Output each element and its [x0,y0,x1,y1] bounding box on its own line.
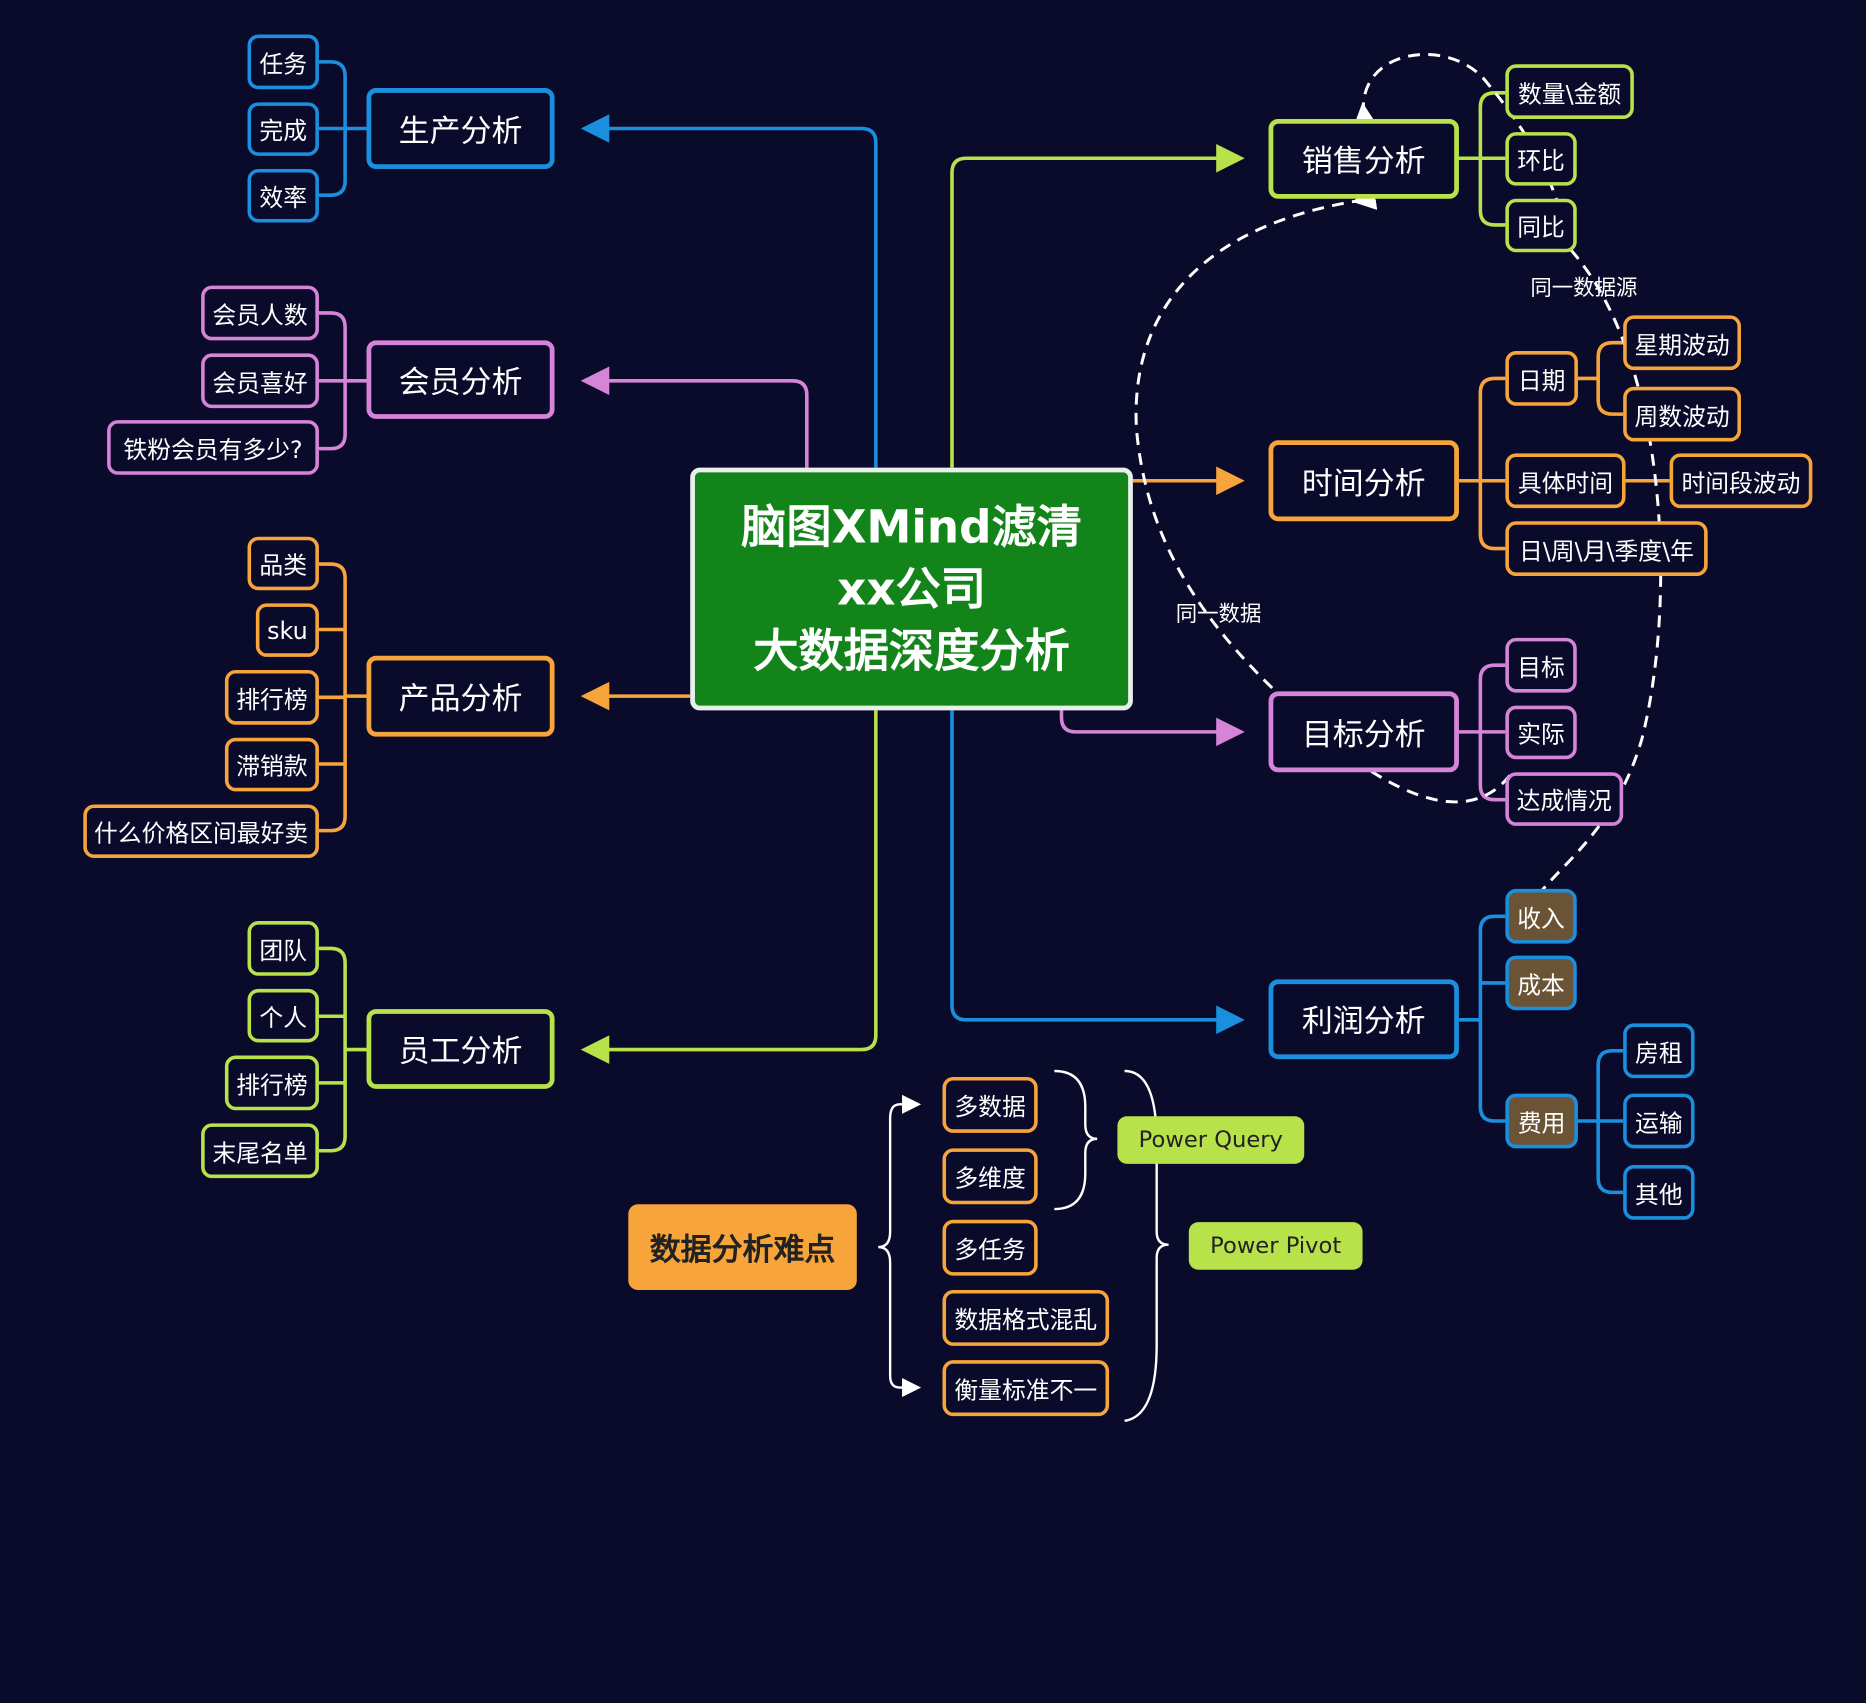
subtopic-multi-dimension[interactable]: 多维度 [942,1148,1038,1205]
subtopic-transport[interactable]: 运输 [1623,1093,1695,1149]
subtopic-task[interactable]: 任务 [247,34,319,90]
subtopic-bottom-list[interactable]: 末尾名单 [201,1123,319,1179]
topic-member-analysis[interactable]: 会员分析 [366,340,555,419]
central-title-line1: 脑图XMind滤清 [741,500,1082,554]
subtopic-multi-task[interactable]: 多任务 [942,1219,1038,1276]
subtopic-multi-data[interactable]: 多数据 [942,1076,1038,1133]
subtopic-other[interactable]: 其他 [1623,1165,1695,1220]
topic-time-analysis[interactable]: 时间分析 [1268,440,1459,522]
subtopic-team[interactable]: 团队 [247,921,319,976]
topic-data-analysis-difficulties[interactable]: 数据分析难点 [628,1204,857,1290]
subtopic-staff-ranking[interactable]: 排行榜 [224,1055,319,1111]
subtopic-period-fluctuation[interactable]: 时间段波动 [1669,453,1813,509]
tool-power-query[interactable]: Power Query [1117,1116,1305,1164]
subtopic-best-price-range[interactable]: 什么价格区间最好卖 [83,804,319,858]
topic-product-analysis[interactable]: 产品分析 [366,655,555,737]
subtopic-cost[interactable]: 成本 [1505,955,1577,1011]
central-title-line2: xx公司 [837,562,986,616]
subtopic-category[interactable]: 品类 [247,536,319,591]
subtopic-complete[interactable]: 完成 [247,102,319,156]
subtopic-quantity-amount[interactable]: 数量\金额 [1505,64,1634,120]
subtopic-weekday-fluctuation[interactable]: 星期波动 [1623,315,1741,371]
relationship-label-same-source: 同一数据源 [1530,276,1638,302]
subtopic-specific-time[interactable]: 具体时间 [1505,453,1626,509]
subtopic-target[interactable]: 目标 [1505,637,1577,693]
subtopic-revenue[interactable]: 收入 [1505,888,1577,944]
connector-lines [318,52,1670,1423]
subtopic-slow-sellers[interactable]: 滞销款 [224,737,319,792]
topic-sales-analysis[interactable]: 销售分析 [1268,119,1459,199]
subtopic-individual[interactable]: 个人 [247,988,319,1043]
subtopic-rent[interactable]: 房租 [1623,1023,1695,1079]
subtopic-mom[interactable]: 环比 [1505,132,1577,186]
subtopic-efficiency[interactable]: 效率 [247,168,319,223]
subtopic-achievement[interactable]: 达成情况 [1505,772,1624,826]
subtopic-sku[interactable]: sku [255,603,319,657]
subtopic-day-week-month-quarter-year[interactable]: 日\周\月\季度\年 [1505,521,1708,576]
topic-target-analysis[interactable]: 目标分析 [1268,691,1459,773]
subtopic-yoy[interactable]: 同比 [1505,198,1577,253]
relationship-label-same-data: 同一数据 [1175,602,1262,628]
topic-staff-analysis[interactable]: 员工分析 [366,1009,555,1089]
central-title-line3: 大数据深度分析 [753,624,1070,678]
topic-profit-analysis[interactable]: 利润分析 [1268,979,1459,1060]
topic-production-analysis[interactable]: 生产分析 [366,88,555,169]
subtopic-member-count[interactable]: 会员人数 [201,285,319,341]
central-topic[interactable]: 脑图XMind滤清 xx公司 大数据深度分析 [690,467,1133,711]
tool-power-pivot[interactable]: Power Pivot [1188,1222,1363,1270]
subtopic-weeknum-fluctuation[interactable]: 周数波动 [1623,386,1741,442]
subtopic-ranking[interactable]: 排行榜 [224,669,319,725]
subtopic-expense[interactable]: 费用 [1505,1093,1578,1149]
subtopic-actual[interactable]: 实际 [1505,705,1577,760]
subtopic-loyal-members[interactable]: 铁粉会员有多少? [107,420,319,475]
subtopic-member-preference[interactable]: 会员喜好 [201,353,319,409]
subtopic-inconsistent-standards[interactable]: 衡量标准不一 [942,1360,1110,1417]
subtopic-date[interactable]: 日期 [1505,351,1578,406]
subtopic-messy-formats[interactable]: 数据格式混乱 [942,1289,1110,1346]
